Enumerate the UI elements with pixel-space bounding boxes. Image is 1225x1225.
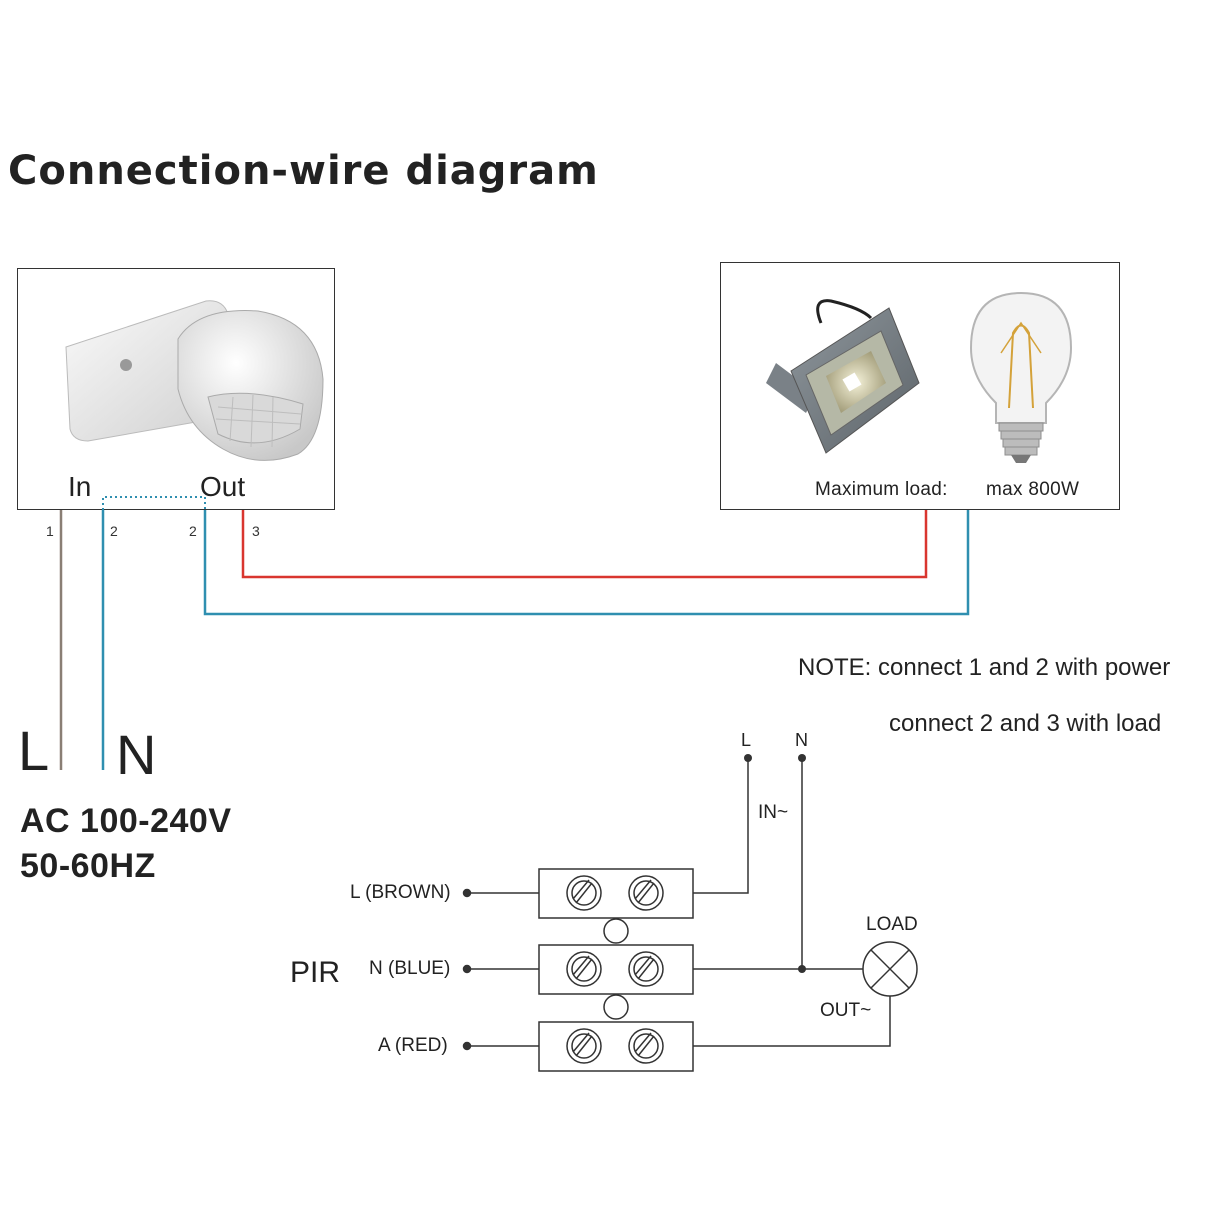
pir-sensor-image (65, 300, 324, 461)
sensor-in-label: In (68, 471, 92, 502)
load-label: LOAD (866, 914, 918, 935)
line-in (693, 758, 749, 894)
note-line-2: connect 2 and 3 with load (889, 710, 1162, 737)
wire-number-3: 3 (252, 523, 260, 539)
out-label: OUT~ (820, 1000, 872, 1021)
sensor-panel: In Out (17, 268, 335, 510)
top-n-label: N (795, 730, 808, 750)
load-images (766, 291, 1073, 463)
terminal-screws (566, 875, 664, 1064)
wire-number-2-in: 2 (110, 523, 118, 539)
floodlight-icon (766, 299, 920, 454)
supply-voltage: AC 100-240V (20, 802, 232, 840)
supply-frequency: 50-60HZ (20, 847, 156, 885)
light-bulb-icon (969, 291, 1073, 463)
pir-label: PIR (290, 956, 341, 989)
load-panel: Maximum load: max 800W (720, 262, 1120, 510)
wire-2-neutral-out (203, 510, 970, 616)
wire-3-load (241, 510, 928, 579)
supply-neutral-label: N (116, 723, 157, 786)
note-line-1: NOTE: connect 1 and 2 with power (798, 654, 1171, 681)
terminal-block (538, 868, 694, 1072)
max-load-value: max 800W (986, 479, 1080, 500)
max-load-label: Maximum load: (815, 479, 948, 500)
in-label: IN~ (758, 802, 789, 823)
top-l-label: L (741, 730, 752, 750)
load-lamp-icon (862, 941, 918, 997)
terminal-n-label: N (BLUE) (369, 958, 451, 979)
wire-number-2-out: 2 (189, 523, 197, 539)
supply-live-label: L (18, 719, 50, 782)
terminal-l-label: L (BROWN) (350, 882, 451, 903)
terminal-a-label: A (RED) (378, 1035, 448, 1056)
sensor-out-label: Out (200, 471, 246, 502)
wire-number-1: 1 (46, 523, 54, 539)
page-title: Connection-wire diagram (8, 148, 599, 194)
